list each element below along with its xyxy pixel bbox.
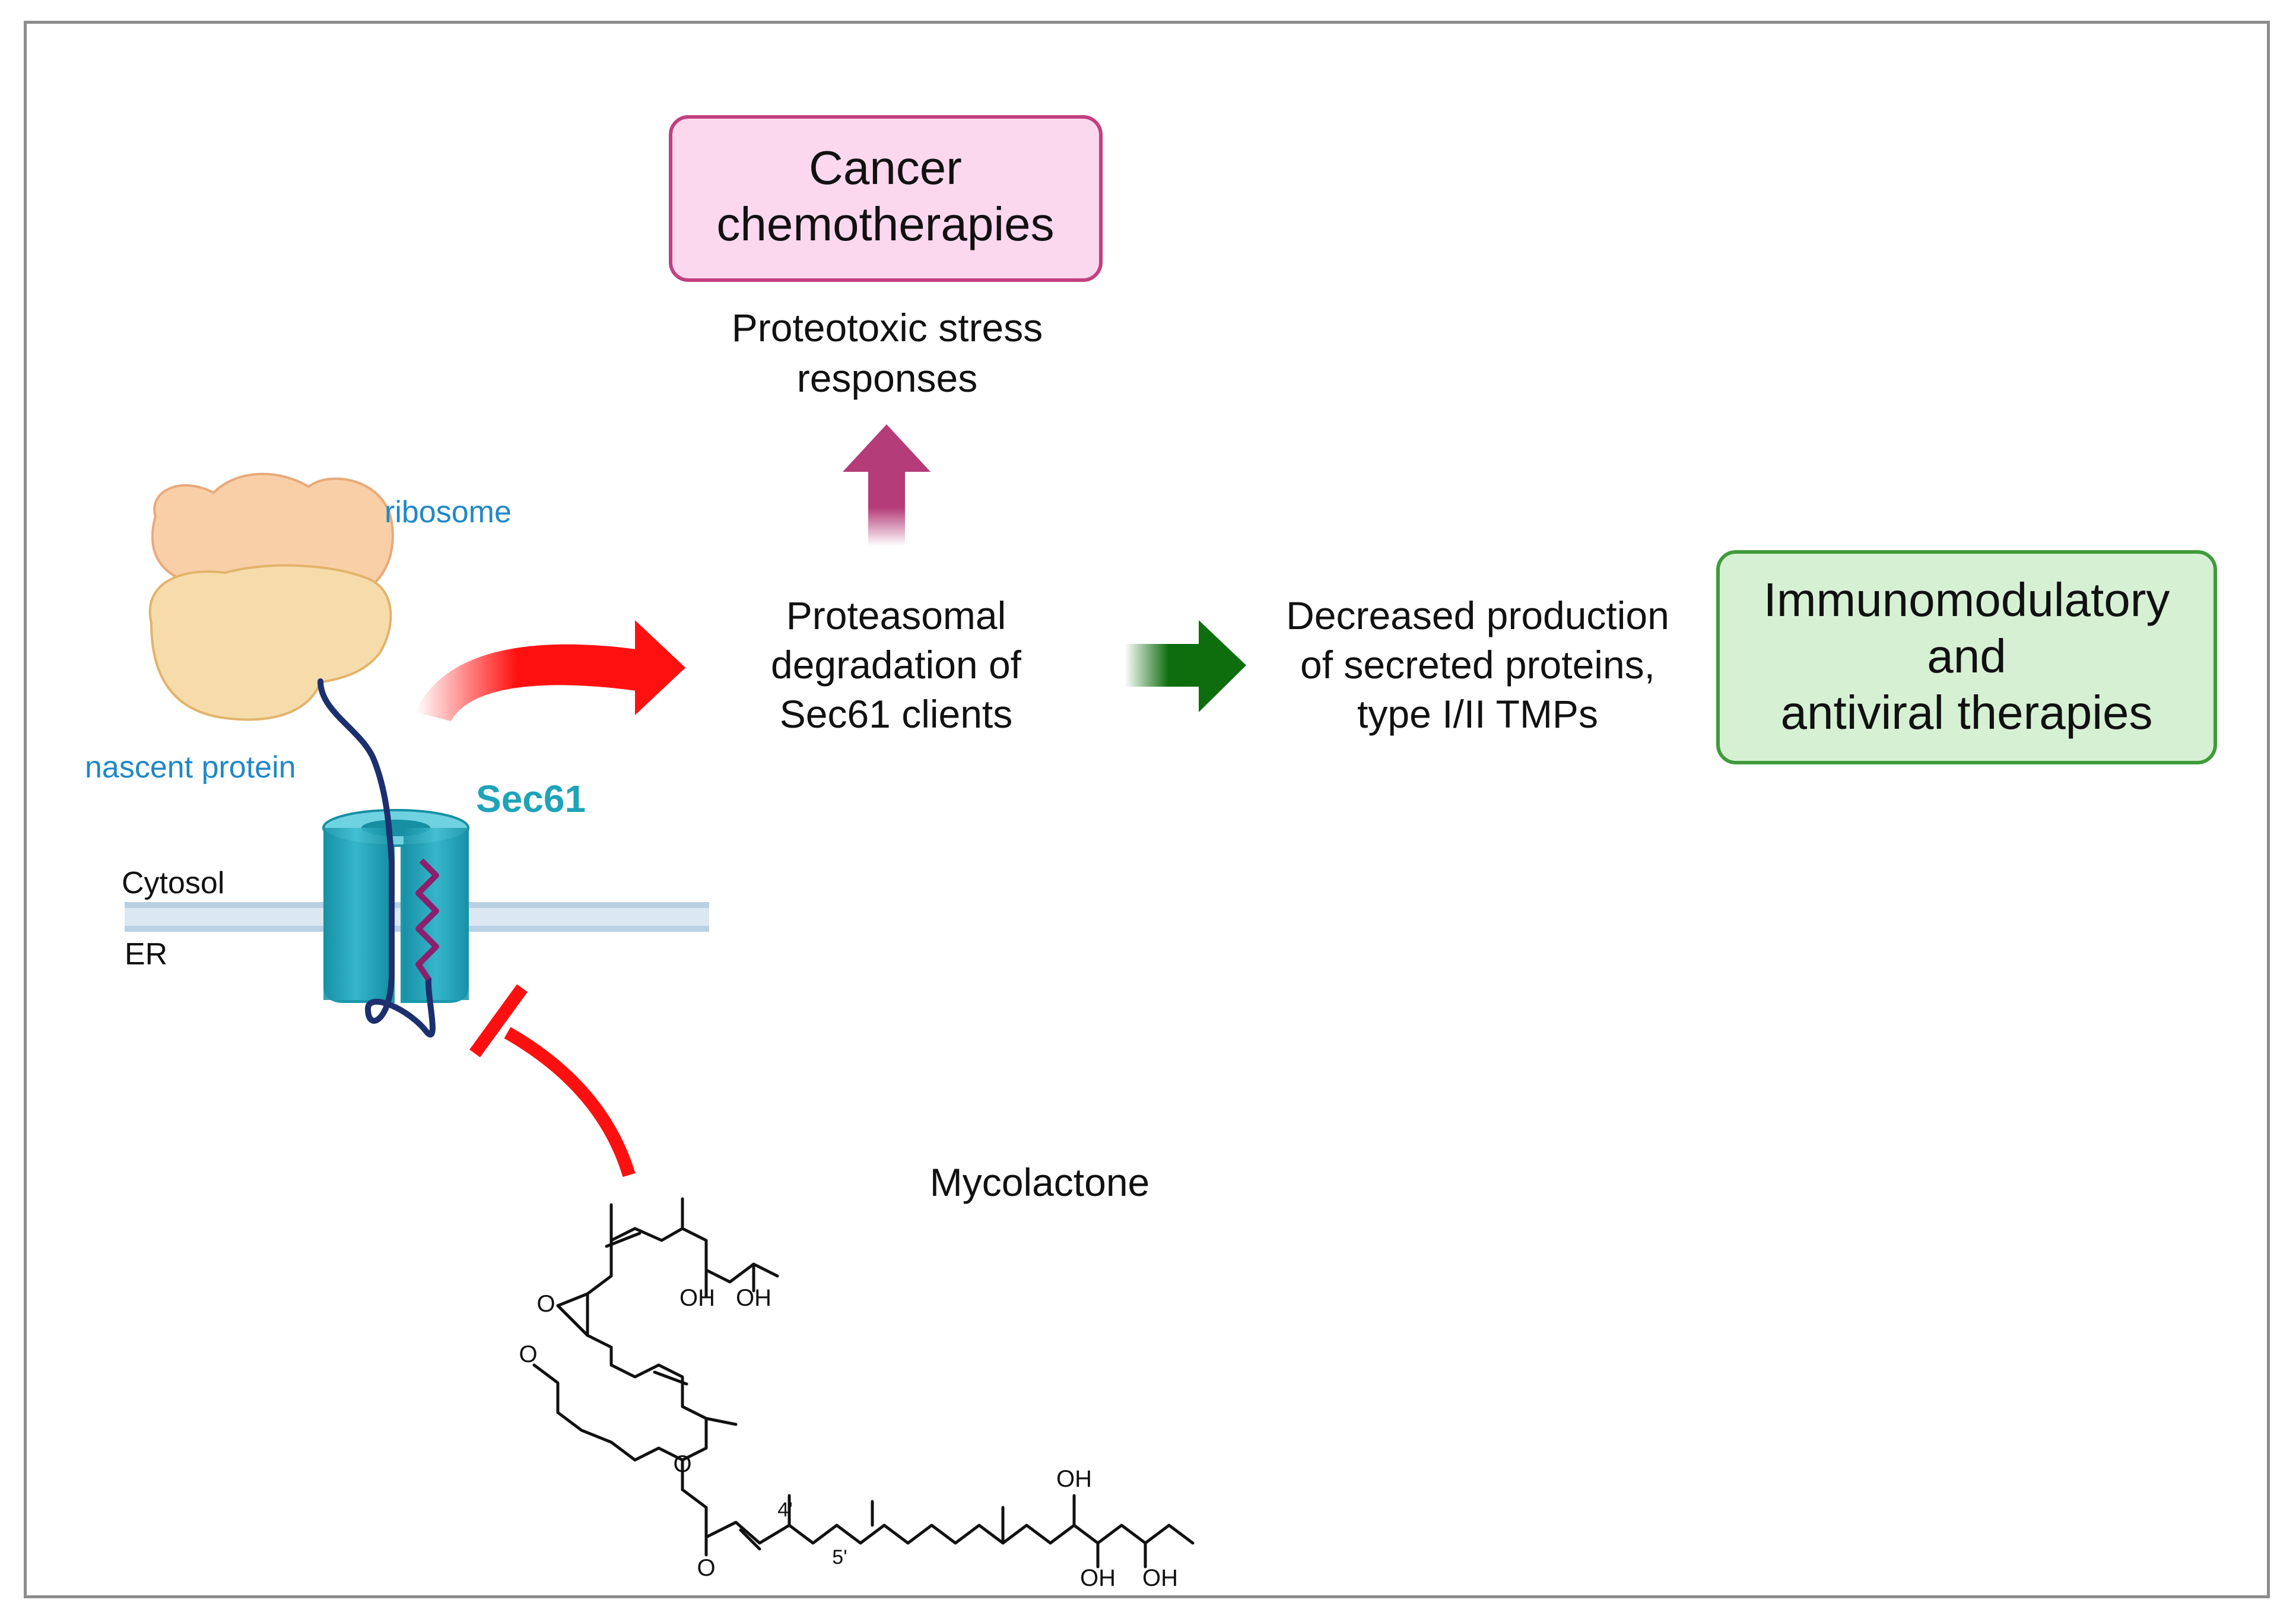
oh-label-4: OH	[1080, 1565, 1116, 1591]
immuno-box-background	[1716, 550, 2217, 764]
oh-label-1: OH	[679, 1285, 715, 1311]
decreased-line2: of secreted proteins,	[1300, 643, 1655, 687]
proteotoxic-line2: responses	[797, 356, 978, 400]
oh-label-3: OH	[1056, 1466, 1092, 1492]
oh-label-2: OH	[736, 1285, 771, 1311]
o-label-3: O	[673, 1451, 691, 1477]
upward-purple-arrow	[843, 424, 931, 546]
cancer-box-line1: Cancer	[809, 141, 962, 194]
figure-frame	[24, 21, 2270, 1598]
ribosome-label: ribosome	[385, 495, 512, 529]
decreased-line3: type I/II TMPs	[1357, 692, 1598, 736]
cancer-box-line2: chemotherapies	[716, 198, 1054, 250]
mycolactone-label: Mycolactone	[930, 1160, 1150, 1204]
position-label-4prime: 4'	[777, 1499, 792, 1521]
o-label-2: O	[519, 1341, 537, 1367]
signal-peptide-helix	[415, 858, 439, 981]
position-label-5prime: 5'	[832, 1546, 847, 1569]
sec61-label: Sec61	[476, 777, 586, 820]
immunomodulatory-box: Immunomodulatory and antiviral therapies	[1716, 550, 2217, 764]
immuno-box-line2: and	[1927, 630, 2006, 683]
decreased-line1: Decreased production	[1286, 593, 1669, 637]
cancer-chemotherapies-box: Cancer chemotherapies	[669, 115, 1103, 282]
red-curved-arrow	[415, 620, 685, 721]
mycolactone-structure	[532, 1197, 1195, 1569]
proteotoxic-line1: Proteotoxic stress	[732, 306, 1043, 350]
ribosome-small-subunit	[148, 564, 392, 721]
green-arrow	[1125, 620, 1246, 712]
cancer-box-background	[669, 115, 1103, 282]
oh-label-5: OH	[1142, 1565, 1178, 1591]
o-label-4: O	[697, 1555, 715, 1581]
immuno-box-line1: Immunomodulatory	[1764, 573, 2170, 626]
immuno-box-line3: antiviral therapies	[1781, 686, 2153, 739]
proteasomal-line2: degradation of	[771, 643, 1022, 687]
nascent-chain	[317, 678, 436, 1038]
proteasomal-line1: Proteasomal	[786, 593, 1006, 637]
er-label: ER	[125, 937, 167, 972]
nascent-protein-label: nascent protein	[85, 750, 296, 785]
ribosome	[148, 472, 394, 721]
proteasomal-line3: Sec61 clients	[780, 692, 1013, 736]
inhibition-arrow	[469, 984, 636, 1177]
o-label-1: O	[536, 1291, 555, 1317]
cytosol-label: Cytosol	[122, 866, 224, 900]
